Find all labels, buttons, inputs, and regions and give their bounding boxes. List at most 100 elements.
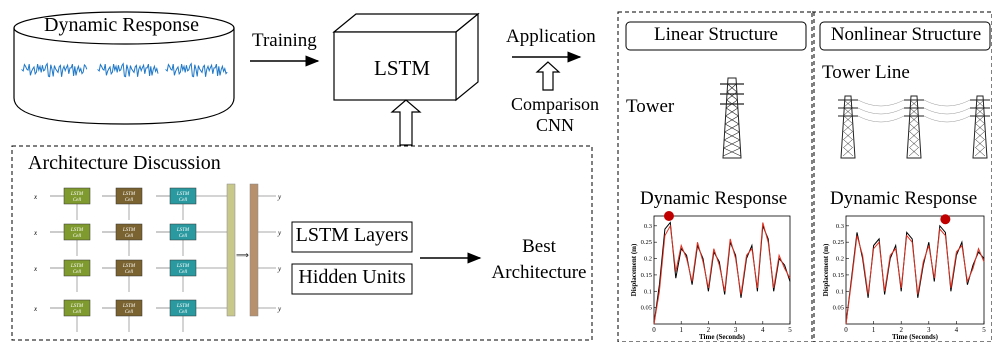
lstm-cell-label: Cell — [179, 234, 188, 239]
tower-brace — [908, 131, 920, 141]
series-line — [653, 221, 791, 325]
tower-body — [906, 95, 922, 159]
tower-brace — [842, 99, 854, 109]
x-tick-label: 2 — [707, 326, 711, 334]
y-tick-label: 0.05 — [833, 305, 844, 312]
plot-frame — [653, 215, 791, 325]
x-axis-label: Time (Seconds) — [892, 333, 939, 341]
y-tick-label: 0.25 — [641, 239, 652, 246]
tower-line-icon — [838, 95, 990, 159]
layer-arrow: ⟹ — [236, 250, 249, 260]
y-tick-label: 0.1 — [836, 288, 844, 295]
lstm-cell-label: LSTM — [70, 228, 84, 233]
best-architecture-label: Best Architecture — [484, 234, 594, 286]
power-line — [857, 107, 905, 115]
hidden-units-box — [291, 263, 413, 295]
tower-brace — [842, 123, 854, 133]
power-line — [857, 99, 905, 107]
x-tick-label: 0 — [844, 326, 848, 334]
tower-brace — [974, 115, 986, 125]
lstm-cell-label: Cell — [125, 310, 134, 315]
x-tick-label: 5 — [982, 326, 986, 334]
x-axis-label: Time (Seconds) — [699, 333, 746, 341]
nonlinear-panel-border — [811, 11, 992, 342]
series-line — [845, 227, 985, 325]
lstm-cell-label: Cell — [73, 270, 82, 275]
x-tick-label: 4 — [761, 326, 765, 334]
input-label: x — [33, 229, 38, 237]
tower-brace — [726, 83, 738, 93]
output-label: y — [277, 229, 282, 237]
lstm-cell-label: Cell — [179, 270, 188, 275]
lstm-cell-label: LSTM — [70, 304, 84, 309]
tower-brace — [722, 147, 742, 157]
lstm-cell-label: Cell — [179, 310, 188, 315]
power-line — [923, 107, 971, 115]
signal-waveform — [21, 62, 228, 78]
tower-brace — [723, 131, 741, 141]
lstm-cell-label: LSTM — [176, 192, 190, 197]
tower-brace — [908, 147, 920, 157]
transmission-tower-icon — [720, 77, 744, 159]
input-label: x — [33, 265, 38, 273]
y-tick-label: 0.15 — [641, 272, 652, 279]
hollow-up-arrow-comparison — [535, 61, 561, 91]
x-tick-label: 3 — [734, 326, 738, 334]
tower-brace — [842, 131, 854, 141]
lstm-cell-label: LSTM — [70, 192, 84, 197]
output-label: y — [277, 265, 282, 273]
tower-body — [840, 95, 856, 159]
tower-brace — [908, 123, 920, 133]
lstm-cell-label: LSTM — [176, 304, 190, 309]
power-line — [923, 99, 971, 107]
peak-marker — [663, 211, 674, 221]
lstm-cell-label: LSTM — [122, 264, 136, 269]
y-axis-label: Displacement (m) — [822, 243, 830, 296]
x-tick-label: 5 — [788, 326, 792, 334]
lstm-layers-box — [291, 221, 413, 253]
series-line — [653, 222, 791, 325]
series-line — [845, 224, 985, 325]
tower-body — [972, 95, 988, 159]
lstm-cell-label: LSTM — [70, 264, 84, 269]
option-lstm-layers: LSTM Layers — [295, 224, 409, 246]
lstm-label: LSTM — [374, 56, 431, 80]
comparison-label: Comparison CNN — [502, 94, 608, 136]
tower-brace — [725, 107, 739, 117]
y-axis-label: Displacement (m) — [630, 243, 638, 296]
tower-brace — [908, 139, 920, 149]
y-tick-label: 0.2 — [644, 256, 652, 263]
option-hidden-units: Hidden Units — [298, 266, 406, 288]
tower-brace — [724, 115, 740, 125]
power-line — [923, 115, 971, 123]
lstm-cell-label: Cell — [73, 310, 82, 315]
linear-response-title: Dynamic Response — [640, 188, 788, 209]
lstm-cell-label: LSTM — [176, 228, 190, 233]
x-tick-label: 4 — [955, 326, 959, 334]
hollow-up-arrow-lstm — [390, 99, 422, 146]
tower-brace — [974, 123, 986, 133]
lstm-cell-label: Cell — [179, 198, 188, 203]
x-tick-label: 2 — [899, 326, 903, 334]
lstm-cell-label: LSTM — [176, 264, 190, 269]
output-label: y — [277, 305, 282, 313]
tower-brace — [908, 99, 920, 109]
lstm-cell-label: Cell — [73, 198, 82, 203]
tower-brace — [974, 139, 986, 149]
linear-panel-border — [617, 11, 815, 342]
y-tick-label: 0.05 — [641, 305, 652, 312]
tower-brace — [908, 115, 920, 125]
training-label: Training — [252, 30, 317, 51]
tower-brace — [726, 91, 738, 101]
tower-brace — [908, 107, 920, 117]
nonlinear-object-label: Tower Line — [822, 62, 910, 83]
tower-body — [722, 77, 742, 159]
tower-brace — [974, 107, 986, 117]
plot-frame — [845, 215, 985, 325]
comparison-line1: Comparison — [511, 94, 599, 114]
y-tick-label: 0.25 — [833, 239, 844, 246]
x-tick-label: 1 — [679, 326, 683, 334]
